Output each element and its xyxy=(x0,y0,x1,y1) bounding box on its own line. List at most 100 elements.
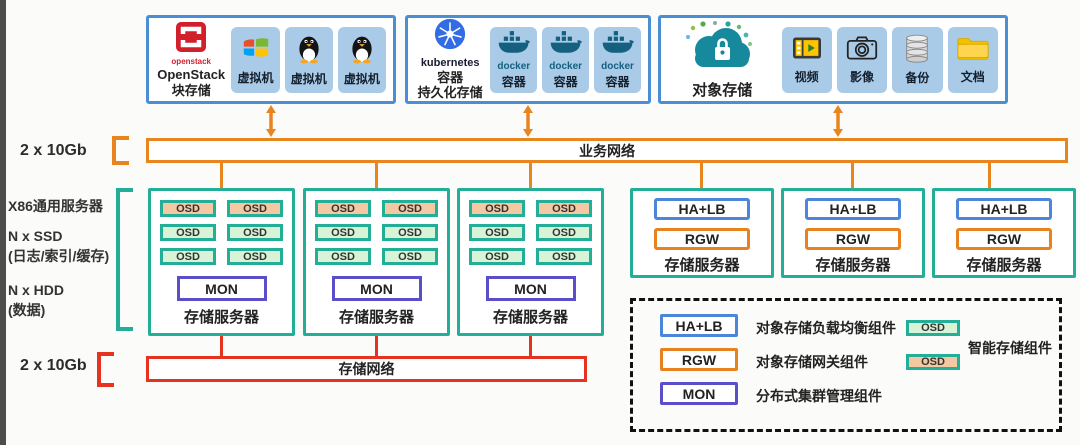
storage-server-box-2: OSD OSD OSD OSD OSD OSD MON 存储服务器 xyxy=(303,188,450,336)
bandwidth-label-bottom: 2 x 10Gb xyxy=(20,357,87,374)
connector-line xyxy=(529,163,532,188)
vm-tile-label: 虚拟机 xyxy=(290,72,327,86)
container-tile-label: 容器 xyxy=(501,74,526,89)
legend-box xyxy=(630,298,1062,432)
halb-chip: HA+LB xyxy=(654,198,750,220)
storage-server-box-3: OSD OSD OSD OSD OSD OSD MON 存储服务器 xyxy=(457,188,604,336)
halb-chip: HA+LB xyxy=(805,198,901,220)
osd-chip: OSD xyxy=(469,224,525,241)
business-network-bar: 业务网络 xyxy=(146,138,1068,163)
osd-chip: OSD xyxy=(227,248,283,265)
legend-osd-orange-chip: OSD xyxy=(906,354,960,370)
osd-chip: OSD xyxy=(160,200,216,217)
osd-chip: OSD xyxy=(536,224,592,241)
mon-chip: MON xyxy=(331,276,422,301)
double-arrow-icon xyxy=(520,105,536,142)
connector-line xyxy=(700,163,703,188)
connector-line xyxy=(851,163,854,188)
osd-chip: OSD xyxy=(382,224,438,241)
osd-chip: OSD xyxy=(536,200,592,217)
storage-network-bar: 存储网络 xyxy=(146,356,587,382)
connector-line xyxy=(375,336,378,356)
docker-icon xyxy=(601,30,635,61)
legend-halb-chip: HA+LB xyxy=(660,314,738,337)
left-edge-strip xyxy=(0,0,6,445)
osd-chip: OSD xyxy=(315,224,371,241)
gateway-server-box-2: HA+LB RGW 存储服务器 xyxy=(781,188,925,278)
storage-server-label: 存储服务器 xyxy=(815,257,891,274)
osd-chip: OSD xyxy=(160,248,216,265)
bracket-orange xyxy=(112,136,129,165)
tux-icon xyxy=(295,32,323,69)
video-icon xyxy=(791,34,823,67)
storage-server-label: 存储服务器 xyxy=(966,257,1042,274)
container-tile-label: 容器 xyxy=(605,74,630,89)
osd-chip: OSD xyxy=(382,248,438,265)
tux-icon xyxy=(348,32,376,69)
legend-rgw-chip: RGW xyxy=(660,348,738,371)
connector-line xyxy=(988,163,991,188)
osd-chip: OSD xyxy=(382,200,438,217)
object-tile-document: 文档 xyxy=(947,26,998,93)
vm-tile-linux-1: 虚拟机 xyxy=(284,26,333,93)
docker-tile-3: docker 容器 xyxy=(594,26,641,93)
block-storage-title: OpenStack xyxy=(157,67,226,83)
mon-chip: MON xyxy=(176,276,267,301)
cloud-lock-icon xyxy=(679,20,765,77)
docker-icon xyxy=(497,30,531,61)
osd-chip: OSD xyxy=(227,224,283,241)
docker-wordmark: docker xyxy=(601,60,634,72)
server-spec-line: X86通用服务器 xyxy=(8,198,103,214)
openstack-wordmark: openstack xyxy=(171,57,211,67)
connector-line xyxy=(529,336,532,356)
rgw-chip: RGW xyxy=(956,228,1052,250)
kubernetes-icon xyxy=(434,18,466,55)
object-storage-title: 对象存储 xyxy=(692,81,753,99)
double-arrow-icon xyxy=(263,105,279,142)
rgw-chip: RGW xyxy=(654,228,750,250)
legend-mon-chip: MON xyxy=(660,382,738,405)
object-tile-label: 文档 xyxy=(960,70,985,84)
legend-osd-desc: 智能存储组件 xyxy=(968,340,1052,356)
docker-tile-1: docker 容器 xyxy=(490,26,538,93)
docker-wordmark: docker xyxy=(549,60,583,72)
object-storage-logo-group: 对象存储 xyxy=(668,20,777,100)
block-storage-subtitle: 块存储 xyxy=(171,82,211,98)
container-storage-box: kubernetes 容器 持久化存储 docker 容器 xyxy=(405,15,651,104)
bracket-green xyxy=(116,188,133,331)
container-tile-label: 容器 xyxy=(553,74,578,89)
storage-server-label: 存储服务器 xyxy=(664,257,740,274)
server-spec-line: (数据) xyxy=(8,302,46,318)
osd-grid: OSD OSD OSD OSD OSD OSD xyxy=(460,200,601,265)
double-arrow-icon xyxy=(830,105,846,142)
kubernetes-wordmark: kubernetes xyxy=(420,56,480,69)
object-tile-backup: 备份 xyxy=(892,26,943,93)
mon-chip: MON xyxy=(485,276,576,301)
server-spec-line: N x HDD xyxy=(8,282,65,298)
openstack-logo-group: openstack OpenStack 块存储 xyxy=(156,21,226,99)
legend-osd-green-chip: OSD xyxy=(906,320,960,336)
server-spec-line: (日志/索引/缓存) xyxy=(8,248,110,264)
object-tile-image: 影像 xyxy=(836,26,888,93)
camera-icon xyxy=(846,34,878,67)
rgw-chip: RGW xyxy=(805,228,901,250)
connector-line xyxy=(220,336,223,356)
osd-chip: OSD xyxy=(315,248,371,265)
block-storage-box: openstack OpenStack 块存储 虚拟机 xyxy=(146,15,396,104)
docker-tile-2: docker 容器 xyxy=(542,26,590,93)
gateway-server-box-1: HA+LB RGW 存储服务器 xyxy=(630,188,774,278)
connector-line xyxy=(375,163,378,188)
vm-tile-windows: 虚拟机 xyxy=(231,26,280,93)
storage-server-label: 存储服务器 xyxy=(338,309,414,326)
vm-tile-label: 虚拟机 xyxy=(237,71,274,85)
osd-chip: OSD xyxy=(536,248,592,265)
storage-server-box-1: OSD OSD OSD OSD OSD OSD MON 存储服务器 xyxy=(148,188,295,336)
windows-icon xyxy=(241,33,271,68)
legend-mon-desc: 分布式集群管理组件 xyxy=(756,388,882,404)
object-storage-box: 对象存储 视频 xyxy=(658,15,1008,104)
legend-halb-desc: 对象存储负载均衡组件 xyxy=(756,320,896,336)
docker-wordmark: docker xyxy=(497,60,531,72)
osd-chip: OSD xyxy=(469,248,525,265)
vm-tile-linux-2: 虚拟机 xyxy=(337,26,386,93)
backup-icon xyxy=(902,33,932,68)
